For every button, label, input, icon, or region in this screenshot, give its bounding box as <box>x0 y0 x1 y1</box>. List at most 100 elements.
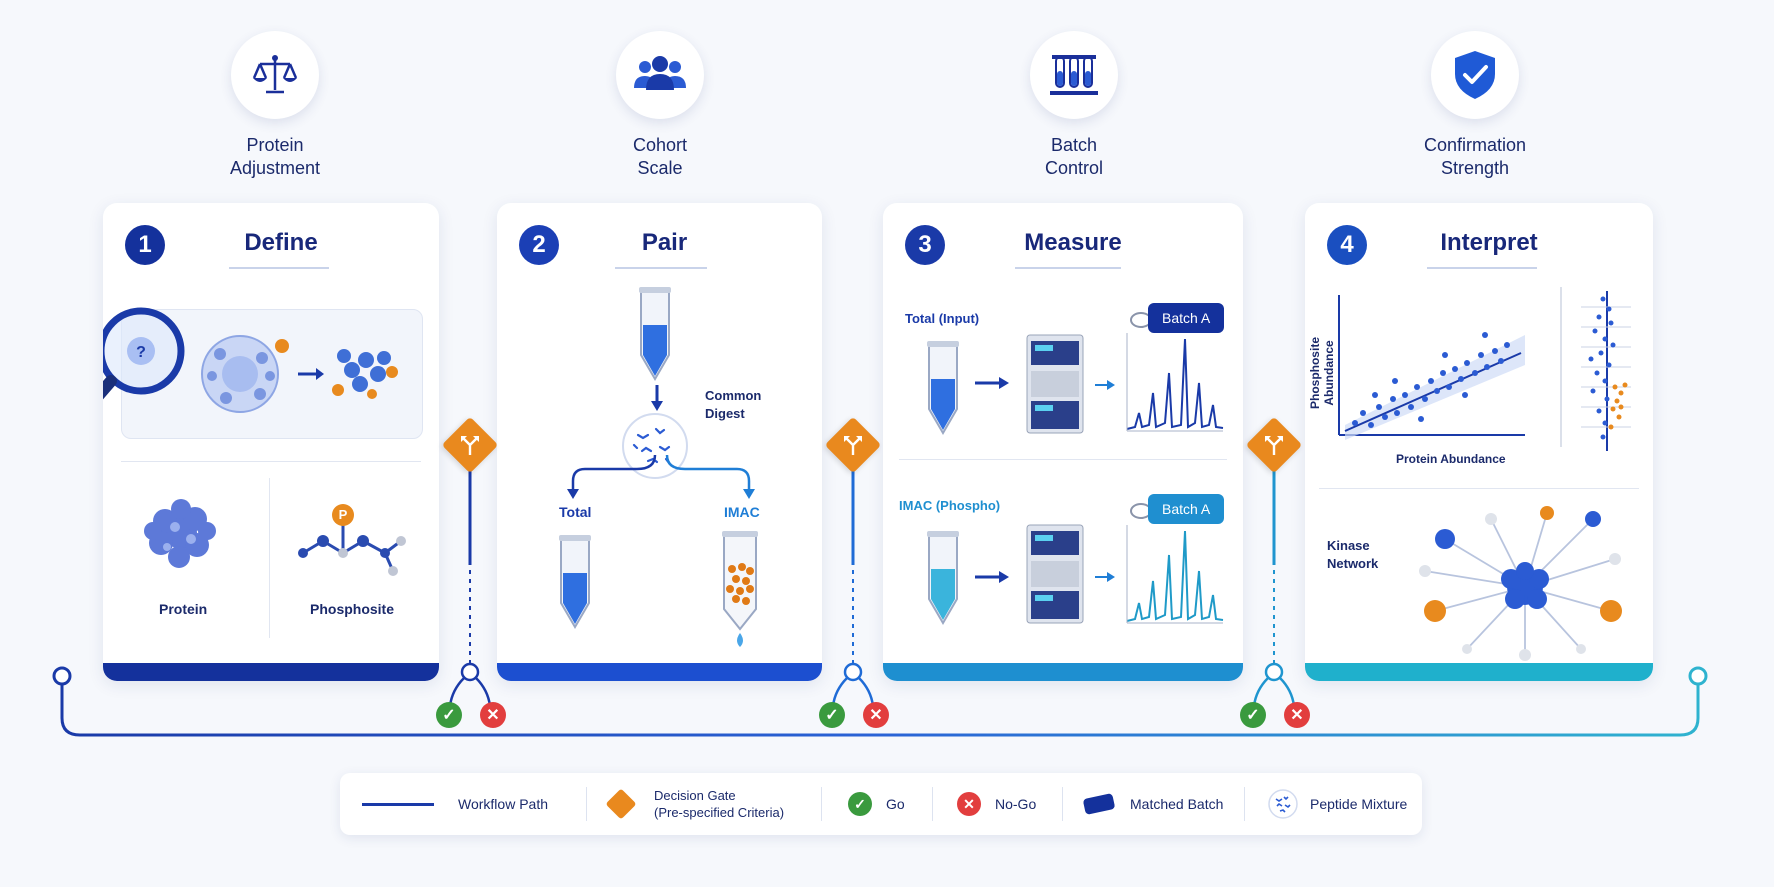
fork-arrow-icon <box>461 436 479 455</box>
workflow-line-icon <box>362 802 434 806</box>
top-icon-4 <box>1431 31 1519 119</box>
legend-nogo: ✕ No-Go <box>957 773 1036 835</box>
legend-workflow-path: Workflow Path <box>362 773 548 835</box>
legend-separator <box>1244 787 1245 821</box>
imac-phospho-label: IMAC (Phospho) <box>899 498 1001 513</box>
title-rule <box>1015 267 1121 269</box>
y-axis-label: Phosphosite Abundance <box>1308 337 1336 410</box>
card-accent-bar <box>883 663 1243 681</box>
protein-label: Protein <box>159 601 208 617</box>
top-label-2: Cohort Scale <box>632 135 688 178</box>
legend-batch-label: Matched Batch <box>1130 796 1224 812</box>
decision-gate-icon <box>605 788 637 820</box>
divider-horizontal <box>899 459 1227 460</box>
go-check-icon: ✓ <box>848 792 872 816</box>
divider-horizontal <box>121 461 421 462</box>
legend-peptide-mixture: Peptide Mixture <box>1268 773 1407 835</box>
divider-vertical <box>269 478 270 638</box>
step-title: Measure <box>1024 229 1122 256</box>
fork-arrow-icon <box>1265 436 1283 455</box>
phosphosite-label: Phosphosite <box>310 601 395 617</box>
total-input-label: Total (Input) <box>905 311 980 326</box>
gate-glyph-3 <box>1254 425 1294 465</box>
top-label-4: Confirmation Strength <box>1423 135 1527 178</box>
peptide-mixture-icon <box>1268 789 1298 819</box>
test-tubes-icon <box>1050 55 1098 95</box>
split-arrows <box>567 454 755 499</box>
x-axis-label: Protein Abundance <box>1396 452 1506 466</box>
go-check-icon: ✓ <box>819 702 845 728</box>
lc-ms-instrument-icon <box>1026 524 1084 624</box>
nogo-x-icon: ✕ <box>957 792 981 816</box>
go-check-icon: ✓ <box>436 702 462 728</box>
legend-separator <box>821 787 822 821</box>
step-title: Interpret <box>1440 229 1538 256</box>
total-tube-icon <box>927 341 959 435</box>
nogo-x-icon: ✕ <box>480 702 506 728</box>
step-card-interpret: 4 Interpret Phosphosite Abundance Protei… <box>1305 203 1653 681</box>
batch-tag-bottom: Batch A <box>1148 494 1225 524</box>
step-title: Pair <box>641 229 688 256</box>
step-title: Define <box>244 229 318 256</box>
kinase-network-label: Kinase Network <box>1327 538 1379 571</box>
site-distribution-illustration <box>1560 287 1631 451</box>
nogo-x-icon: ✕ <box>863 702 889 728</box>
batch-tag-top: Batch A <box>1148 303 1225 333</box>
top-icon-2 <box>616 31 704 119</box>
shield-check-icon <box>1455 51 1495 99</box>
step-card-measure: 3 Measure Total (Input) Batch A IMAC (Ph… <box>883 203 1243 681</box>
imac-column-icon <box>722 531 758 647</box>
card-accent-bar <box>497 663 822 681</box>
total-label: Total <box>559 504 592 520</box>
card-accent-bar <box>103 663 439 681</box>
legend-nogo-label: No-Go <box>995 796 1037 812</box>
legend-go-label: Go <box>886 796 905 812</box>
go-check-icon: ✓ <box>1240 702 1266 728</box>
title-rule <box>229 267 329 269</box>
legend-separator <box>932 787 933 821</box>
imac-label: IMAC <box>724 504 760 520</box>
sample-tube-icon <box>639 287 671 381</box>
top-icon-1 <box>231 31 319 119</box>
protein-to-phosphoprotein-illustration <box>201 335 398 413</box>
arrow-icon <box>1095 572 1115 582</box>
scales-icon <box>252 55 298 94</box>
arrow-icon <box>975 571 1009 583</box>
scatter-plot-illustration <box>1338 295 1525 440</box>
arrow-icon <box>975 377 1009 389</box>
top-icon-3 <box>1030 31 1118 119</box>
step-card-define: 1 Define ? Protein P Phosphosite <box>103 203 439 681</box>
spectrum-top <box>1126 333 1224 432</box>
legend-decision-gate: Decision Gate (Pre-specified Criteria) <box>605 773 785 835</box>
common-digest-label: Common Digest <box>705 388 762 421</box>
gate-glyph-1 <box>450 425 490 465</box>
legend-peptide-label: Peptide Mixture <box>1310 796 1408 812</box>
batch-tag-icon <box>1082 793 1116 815</box>
fork-arrow-icon <box>844 436 862 455</box>
digest-arrow <box>651 385 663 411</box>
legend-separator <box>586 787 587 821</box>
phosphosite-icon <box>298 504 406 576</box>
gate-glyph-2 <box>833 425 873 465</box>
imac-tube-icon <box>927 531 959 625</box>
legend-go: ✓ Go <box>848 773 905 835</box>
people-icon <box>634 56 686 90</box>
legend-gate-label: Decision Gate (Pre-specified Criteria) <box>654 788 785 820</box>
top-label-1: Protein Adjustment <box>229 135 321 178</box>
peptide-mixture-icon <box>622 413 688 479</box>
legend-separator <box>1062 787 1063 821</box>
nogo-x-icon: ✕ <box>1284 702 1310 728</box>
total-tube-icon <box>559 535 591 629</box>
step-number: 1 <box>125 225 165 265</box>
legend-matched-batch: Matched Batch <box>1082 773 1224 835</box>
arrow-icon <box>1095 380 1115 390</box>
legend-workflow-label: Workflow Path <box>458 796 548 812</box>
protein-icon <box>144 499 216 568</box>
kinase-network-illustration <box>1419 506 1622 661</box>
title-rule <box>615 267 707 269</box>
svg-text:?: ? <box>136 344 146 361</box>
phosphate-badge: P <box>338 507 348 522</box>
card-accent-bar <box>1305 663 1653 681</box>
lc-ms-instrument-icon <box>1026 334 1084 434</box>
spectrum-bottom <box>1126 525 1224 624</box>
